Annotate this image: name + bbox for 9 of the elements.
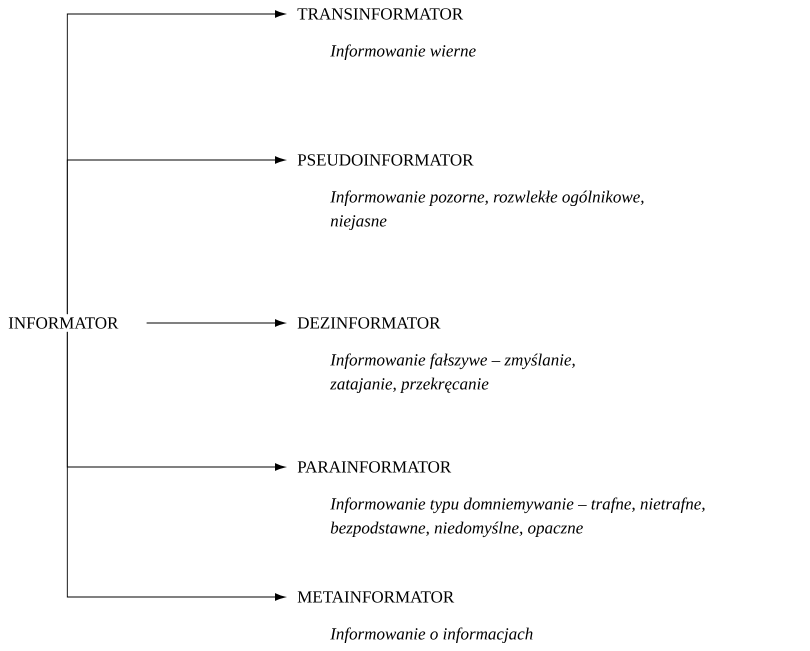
arrow — [66, 331, 286, 601]
category-label: PARAINFORMATOR Informowanie typu domniemywanie – trafne, nietrafne, bezpodstawne, niedomyślne, opaczne — [298, 461, 705, 538]
arrow — [146, 319, 286, 327]
arrow — [66, 156, 286, 315]
category-label: TRANSINFORMATOR Informowanie wierne — [298, 8, 476, 60]
root-label: INFORMATOR — [8, 317, 118, 329]
category-label: DEZINFORMATOR Informowanie fałszywe – zmyślanie, zatajanie, przekręcanie — [298, 317, 575, 394]
category-label: METAINFORMATOR Informowanie o informacjach — [298, 591, 533, 644]
category-label: PSEUDOINFORMATOR Informowanie pozorne, rozwlekłe ogólnikowe, niejasne — [298, 154, 644, 230]
